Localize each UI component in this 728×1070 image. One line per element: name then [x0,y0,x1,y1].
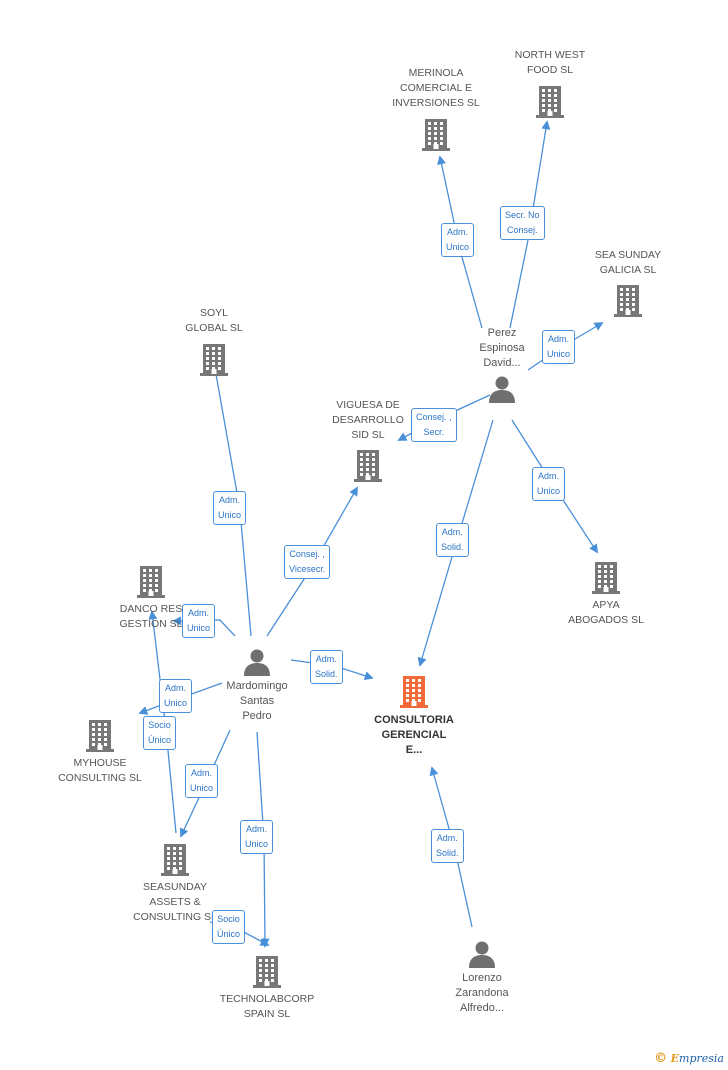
company-node-technolabcorp[interactable]: TECHNOLABCORP SPAIN SL [214,954,320,1022]
company-node-merinola[interactable]: MERINOLA COMERCIAL E INVERSIONES SL [386,66,486,151]
person-label: Perez Espinosa David... [479,327,525,369]
company-label: SEASUNDAY ASSETS & CONSULTING SL [133,881,217,923]
company-label: CONSULTORIA GERENCIAL E... [374,714,454,756]
building-icon [199,342,229,376]
edge-label-lorenzo-consultoria[interactable]: Adm. Solid. [431,829,464,863]
copyright-icon: © [654,1051,668,1066]
building-icon [136,564,166,598]
building-icon [535,84,565,118]
company-node-myhouse-consulting[interactable]: MYHOUSE CONSULTING SL [52,718,148,786]
company-label: VIGUESA DE DESARROLLO SID SL [332,399,404,441]
person-icon [488,375,516,403]
edge-label-mardomingo-consultoria[interactable]: Adm. Solid. [310,650,343,684]
building-icon [252,954,282,988]
company-label: DANCO RES GESTION SL [119,603,183,630]
person-icon [468,940,496,968]
company-node-seasunday-assets[interactable]: SEASUNDAY ASSETS & CONSULTING SL [126,842,224,925]
edge-label-perez-viguesa[interactable]: Consej. , Secr. [411,408,457,442]
building-icon [613,283,643,317]
edge-label-perez-seasunday-galicia[interactable]: Adm. Unico [542,330,576,364]
person-node-mardomingo-santas[interactable]: Mardomingo Santas Pedro [214,648,300,724]
person-node-lorenzo-zarandona[interactable]: Lorenzo Zarandona Alfredo... [440,940,524,1016]
company-node-viguesa[interactable]: VIGUESA DE DESARROLLO SID SL [322,398,414,482]
building-icon [85,718,115,752]
company-node-danco-res-gestion[interactable]: DANCO RES GESTION SL [104,564,198,632]
company-node-apya-abogados[interactable]: APYA ABOGADOS SL [560,560,652,628]
edge-perez-northwest [509,120,551,329]
edge-label-mardomingo-seasunday-assets[interactable]: Adm. Unico [185,764,219,798]
company-label: SOYL GLOBAL SL [185,307,243,334]
building-icon [591,560,621,594]
company-node-consultoria-gerencial[interactable]: CONSULTORIA GERENCIAL E... [362,674,466,758]
person-node-perez-espinosa[interactable]: Perez Espinosa David... [462,326,542,403]
edge-label-mardomingo-danco[interactable]: Adm. Unico [182,604,216,638]
company-node-sea-sunday-galicia[interactable]: SEA SUNDAY GALICIA SL [584,248,672,317]
company-label: SEA SUNDAY GALICIA SL [594,249,662,276]
company-node-north-west-food[interactable]: NORTH WEST FOOD SL [506,48,594,118]
company-label: APYA ABOGADOS SL [568,599,644,626]
building-icon [353,448,383,482]
company-node-soyl-global[interactable]: SOYL GLOBAL SL [170,306,258,376]
edge-label-perez-apya[interactable]: Adm. Unico [532,467,566,501]
empresia-logo[interactable]: © Empresia [654,1051,724,1066]
company-label: TECHNOLABCORP SPAIN SL [219,993,315,1020]
company-label: MERINOLA COMERCIAL E INVERSIONES SL [392,67,480,109]
edge-label-perez-merinola[interactable]: Adm. Unico [441,223,475,257]
person-icon [243,648,271,676]
edge-label-seasunday-danco[interactable]: Socio Único [143,716,177,750]
edge-label-mardomingo-viguesa[interactable]: Consej. , Vicesecr. [284,545,331,579]
building-icon [421,117,451,151]
person-label: Lorenzo Zarandona Alfredo... [455,972,509,1014]
edge-label-mardomingo-myhouse[interactable]: Adm. Unico [159,679,193,713]
company-label: MYHOUSE CONSULTING SL [58,757,142,784]
edge-label-mardomingo-technolab[interactable]: Adm. Unico [240,820,274,854]
edge-label-seasunday-technolab[interactable]: Socio Único [212,910,246,944]
building-icon [399,674,429,708]
building-icon [160,842,190,876]
edge-label-perez-consultoria[interactable]: Adm. Solid. [436,523,469,557]
person-label: Mardomingo Santas Pedro [226,680,288,722]
company-label: NORTH WEST FOOD SL [514,49,586,76]
edge-label-perez-northwest[interactable]: Secr. No Consej. [500,206,545,240]
edge-label-mardomingo-soyl[interactable]: Adm. Unico [213,491,247,525]
